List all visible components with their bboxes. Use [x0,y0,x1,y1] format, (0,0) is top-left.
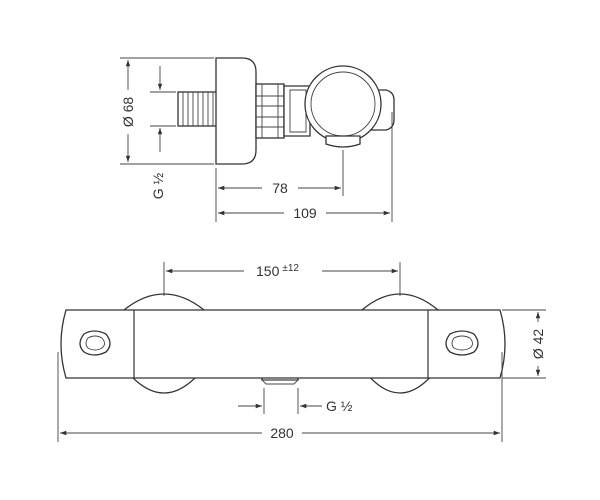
right-handle-grip [445,330,479,356]
dim-150-value: 150 [256,263,280,279]
dim-diameter-42: Ø 42 [530,329,546,360]
thermostat-body [60,309,506,379]
threaded-inlet [177,91,219,127]
side-view: Ø 68 G ½ 78 109 [120,57,395,222]
dim-150: 150±12 [256,263,299,279]
connector [283,85,311,137]
dim-thread-bottom: G ½ [326,398,353,414]
dim-thread-top: G ½ [150,172,166,199]
hex-nut [255,83,285,139]
front-view: 150±12 Ø 42 G ½ 280 [57,262,546,442]
left-handle-grip [79,330,111,356]
dim-diameter-68: Ø 68 [120,97,136,128]
wall-flange [215,57,257,165]
dim-78: 78 [272,180,288,196]
dim-109: 109 [293,205,317,221]
dim-280: 280 [270,425,294,441]
dim-150-tolerance: ±12 [282,263,299,274]
outlet-stub [325,135,361,148]
valve-body-outer [304,65,382,143]
